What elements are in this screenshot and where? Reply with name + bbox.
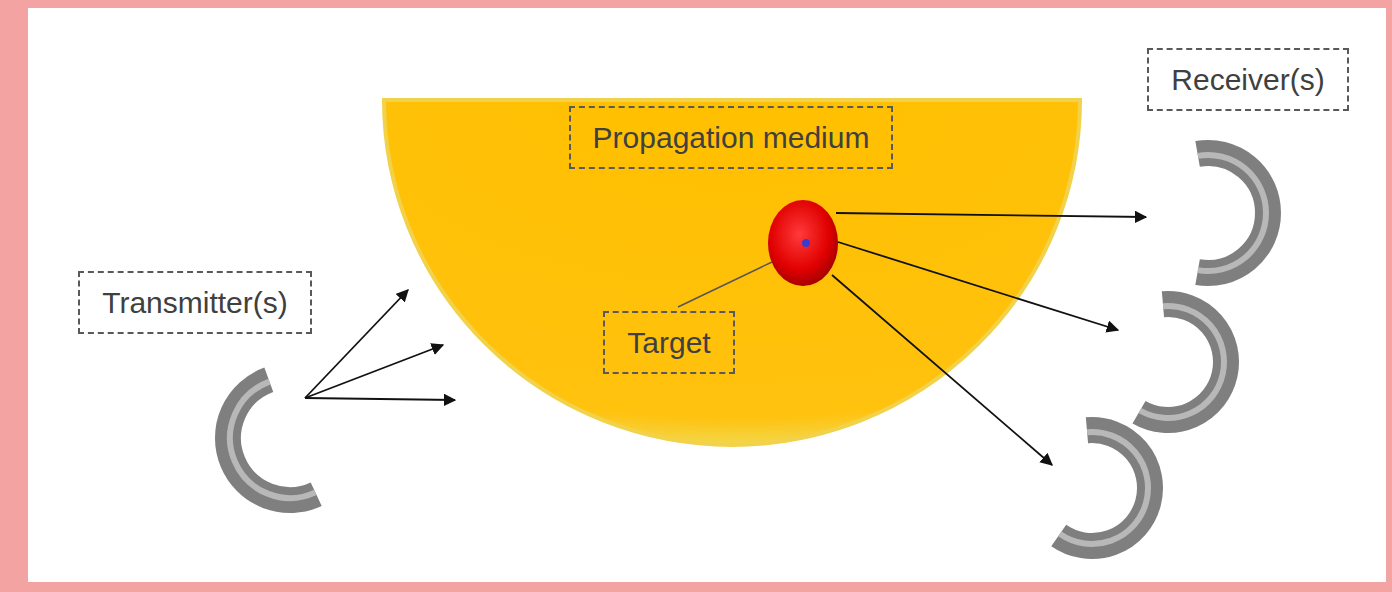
wave-arrows [305, 213, 1146, 465]
wave-arrow [305, 398, 455, 400]
dish-body [1139, 304, 1226, 420]
label-text: Transmitter(s) [102, 283, 288, 322]
dish-highlight [1140, 306, 1224, 418]
label-box: Target [603, 311, 734, 374]
leader-line [678, 262, 772, 307]
label-box: Propagation medium [569, 106, 894, 169]
scatter-arrow [836, 213, 1146, 217]
antenna-dish [1059, 430, 1150, 546]
dish-body [228, 380, 316, 500]
scatter-arrow [832, 275, 1052, 465]
antenna-dish [1139, 304, 1226, 420]
target-center [802, 239, 810, 247]
dish-body [1198, 153, 1268, 273]
label-text: Receiver(s) [1171, 60, 1324, 99]
antenna-dish [228, 380, 316, 500]
wave-arrow [305, 290, 408, 398]
label-box: Transmitter(s) [78, 271, 312, 334]
label-box: Receiver(s) [1147, 48, 1348, 111]
white-panel [28, 8, 1386, 582]
wave-arrow [305, 345, 443, 398]
dish-body [1059, 430, 1150, 546]
target-object [768, 200, 838, 286]
propagation-medium-region [384, 100, 1080, 445]
dish-highlight [230, 382, 315, 498]
label-text: Propagation medium [593, 118, 870, 157]
dish-highlight [1198, 155, 1266, 271]
label-text: Target [627, 323, 710, 362]
antenna-dish [1198, 153, 1268, 273]
dish-highlight [1060, 432, 1148, 544]
antenna-group [228, 153, 1268, 546]
